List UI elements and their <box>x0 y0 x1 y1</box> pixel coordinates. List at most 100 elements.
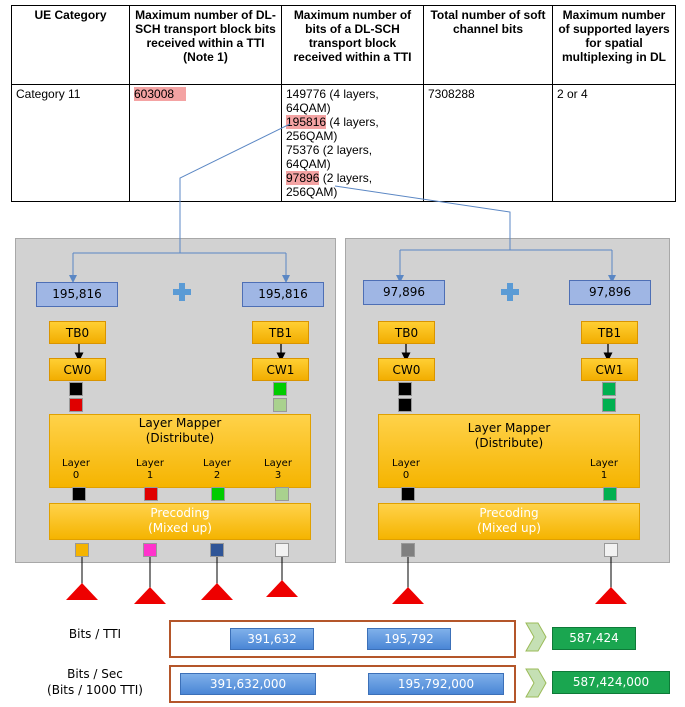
layer-number: 2 <box>213 470 221 481</box>
antenna-triangle <box>134 587 166 604</box>
mapper-title: Layer Mapper <box>138 416 222 430</box>
cell-layers: 2 or 4 <box>552 84 676 202</box>
layer-symbol <box>211 487 225 501</box>
layer-number: 0 <box>402 470 410 481</box>
cw1-symbol <box>273 398 287 412</box>
header-max-bits-tti: Maximum number of DL-SCH transport block… <box>129 5 282 85</box>
bits-tti-value: 391,632 <box>230 628 314 650</box>
cw1-symbol <box>273 382 287 396</box>
layer-number: 1 <box>146 470 154 481</box>
tb-line: 97896 (2 layers, 256QAM) <box>286 171 419 199</box>
layer-text: Layer <box>590 458 618 469</box>
cw1-block: CW1 <box>581 358 638 381</box>
bits-tti-frame <box>169 620 516 658</box>
tb0-block: TB0 <box>378 321 435 344</box>
chevron-right-icon <box>525 622 547 652</box>
bits-tti-value: 195,792 <box>367 628 451 650</box>
cell-tb-bits: 149776 (4 layers, 64QAM) 195816 (4 layer… <box>281 84 424 202</box>
tb-value-highlight: 195816 <box>286 115 327 129</box>
antenna-triangle <box>266 580 298 597</box>
layer-symbol <box>144 487 158 501</box>
bits-sec-value: 391,632,000 <box>180 673 316 695</box>
spec-table: UE Category Maximum number of DL-SCH tra… <box>11 5 676 202</box>
precoding-block: Precoding (Mixed up) <box>49 503 311 540</box>
tb-size-box: 97,896 <box>363 280 445 305</box>
antenna-triangle <box>595 587 627 604</box>
cw0-symbol <box>69 382 83 396</box>
tb-value: 75376 <box>286 143 320 157</box>
bits-sec-label-line1: Bits / Sec <box>67 667 123 681</box>
cw0-symbol <box>398 398 412 412</box>
precoding-block: Precoding (Mixed up) <box>378 503 640 540</box>
antenna-triangle <box>66 583 98 600</box>
header-ue-category: UE Category <box>11 5 130 85</box>
bits-sec-label: Bits / Sec (Bits / 1000 TTI) <box>20 666 170 698</box>
cw0-symbol <box>398 382 412 396</box>
bits-tti-label: Bits / TTI <box>68 627 122 641</box>
tb-line: 149776 (4 layers, 64QAM) <box>286 87 419 115</box>
antenna-symbol <box>604 543 618 557</box>
cw0-block: CW0 <box>378 358 435 381</box>
mapper-title: Layer Mapper <box>467 421 551 435</box>
layer-text: Layer <box>62 458 90 469</box>
precoding-title: Precoding <box>479 506 539 520</box>
tb-size-box: 195,816 <box>36 282 118 307</box>
layer-number: 1 <box>600 470 608 481</box>
cell-category: Category 11 <box>11 84 130 202</box>
antenna-symbol <box>210 543 224 557</box>
cw0-block: CW0 <box>49 358 106 381</box>
layer-symbol <box>72 487 86 501</box>
cw1-symbol <box>602 398 616 412</box>
cw1-symbol <box>602 382 616 396</box>
layer-text: Layer <box>392 458 420 469</box>
tb-desc: (4 layers, 256QAM) <box>286 115 379 143</box>
tb1-block: TB1 <box>581 321 638 344</box>
layer-mapper: Layer Mapper (Distribute) <box>49 414 311 488</box>
antenna-symbol <box>143 543 157 557</box>
header-max-layers: Maximum number of supported layers for s… <box>552 5 676 85</box>
table-header-row: UE Category Maximum number of DL-SCH tra… <box>11 5 676 85</box>
tb-value-highlight: 97896 <box>286 171 320 185</box>
layer-symbol <box>275 487 289 501</box>
precoding-title: Precoding <box>150 506 210 520</box>
tb-size-box: 97,896 <box>569 280 651 305</box>
tb-size-box: 195,816 <box>242 282 324 307</box>
layer-symbol <box>401 487 415 501</box>
plus-icon <box>501 283 519 301</box>
tb-value: 149776 <box>286 87 327 101</box>
tb-desc: (2 layers, 64QAM) <box>286 143 373 171</box>
tb0-block: TB0 <box>49 321 106 344</box>
antenna-symbol <box>401 543 415 557</box>
bits-tti-total: 587,424 <box>552 627 636 650</box>
layer-text: Layer <box>203 458 231 469</box>
tb-line: 75376 (2 layers, 64QAM) <box>286 143 419 171</box>
precoding-subtitle: (Mixed up) <box>148 521 212 535</box>
mapper-subtitle: (Distribute) <box>145 431 215 445</box>
layer-number: 3 <box>274 470 282 481</box>
tb-desc: (4 layers, 64QAM) <box>286 87 379 115</box>
layer-text: Layer <box>264 458 292 469</box>
chevron-right-icon <box>525 668 547 698</box>
antenna-triangle <box>201 583 233 600</box>
cw0-symbol <box>69 398 83 412</box>
bits-sec-total: 587,424,000 <box>552 671 670 694</box>
antenna-symbol <box>275 543 289 557</box>
highlight-max-bits: 603008 <box>134 87 187 101</box>
bits-sec-label-line2: (Bits / 1000 TTI) <box>47 683 143 697</box>
cell-max-bits: 603008 <box>129 84 282 202</box>
tb1-block: TB1 <box>252 321 309 344</box>
layer-text: Layer <box>136 458 164 469</box>
plus-icon <box>173 283 191 301</box>
precoding-subtitle: (Mixed up) <box>477 521 541 535</box>
cw1-block: CW1 <box>252 358 309 381</box>
antenna-symbol <box>75 543 89 557</box>
table-row: Category 11 603008 149776 (4 layers, 64Q… <box>11 84 676 202</box>
layer-number: 0 <box>72 470 80 481</box>
